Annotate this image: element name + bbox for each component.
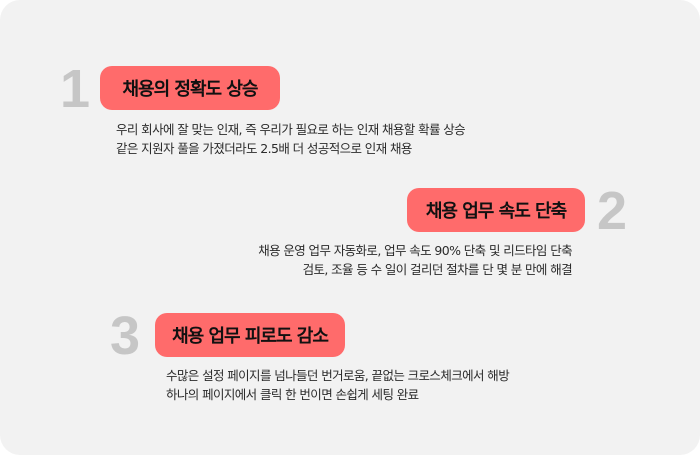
feature-title-badge-1: 채용의 정확도 상승 [100, 66, 280, 110]
feature-description-line: 같은 지원자 풀을 가졌더라도 2.5배 더 성공적으로 인재 채용 [116, 141, 412, 156]
feature-title-3: 채용 업무 피로도 감소 [172, 326, 329, 347]
feature-description-line: 하나의 페이지에서 클릭 한 번이면 손쉽게 세팅 완료 [166, 387, 419, 402]
feature-number-3: 3 [110, 306, 141, 366]
feature-description-line: 채용 운영 업무 자동화로, 업무 속도 90% 단축 및 리드타임 단축 [258, 243, 572, 258]
feature-number-2: 2 [597, 181, 628, 241]
feature-description-line: 우리 회사에 잘 맞는 인재, 즉 우리가 필요로 하는 인재 채용할 확률 상… [116, 122, 466, 137]
feature-title-badge-3: 채용 업무 피로도 감소 [155, 313, 345, 357]
feature-description-line: 검토, 조율 등 수 일이 걸리던 절차를 단 몇 분 만에 해결 [302, 262, 573, 277]
feature-description-1: 우리 회사에 잘 맞는 인재, 즉 우리가 필요로 하는 인재 채용할 확률 상… [116, 120, 466, 158]
feature-number-1: 1 [60, 59, 91, 119]
feature-description-3: 수많은 설정 페이지를 넘나들던 번거로움, 끝없는 크로스체크에서 해방 하나… [166, 366, 510, 404]
feature-title-1: 채용의 정확도 상승 [122, 79, 258, 100]
feature-description-line: 수많은 설정 페이지를 넘나들던 번거로움, 끝없는 크로스체크에서 해방 [166, 368, 510, 383]
feature-title-2: 채용 업무 속도 단축 [425, 201, 567, 222]
feature-description-2: 채용 운영 업무 자동화로, 업무 속도 90% 단축 및 리드타임 단축 검토… [258, 241, 572, 279]
feature-title-badge-2: 채용 업무 속도 단축 [407, 188, 585, 232]
